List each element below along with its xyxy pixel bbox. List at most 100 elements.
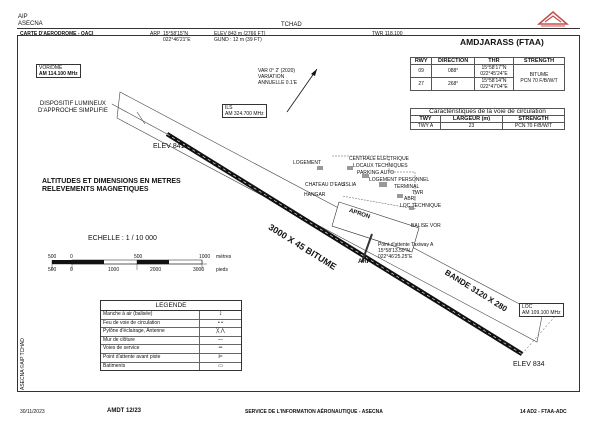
- footer-date: 30/11/2023: [20, 409, 45, 415]
- building-label: LOC TECHNIQUE: [400, 203, 442, 209]
- legend-row: Batiments▭: [101, 362, 241, 371]
- service-road-icon: ═: [218, 345, 223, 352]
- building: [347, 166, 353, 170]
- approach-light-line: [111, 103, 168, 135]
- rwy-27: 27: [409, 77, 433, 91]
- legend-row: Voies de service═: [101, 345, 241, 354]
- country-label: TCHAD: [281, 22, 302, 28]
- legend-row: Point d'attente avant piste⊫: [101, 353, 241, 363]
- rwy-09: 09: [409, 64, 433, 78]
- taxiway-a: [361, 233, 373, 263]
- footer-amdt: AMDT 12/23: [107, 408, 142, 414]
- building-label: ABRI: [404, 196, 416, 202]
- scale-metres-label: mètres: [216, 254, 232, 260]
- logement-label: LOGEMENT: [293, 160, 322, 166]
- building-label: BALISE VOR: [411, 223, 441, 229]
- building-label: TERMINAL: [394, 184, 420, 190]
- fence-line: [332, 155, 416, 210]
- aerodrome-name: AMDJARASS (FTAA): [460, 37, 544, 47]
- col-rwy: RWY: [409, 57, 433, 65]
- arp-lat: 15°58'15"N: [163, 31, 189, 37]
- tower-frequency: TWR 118.100: [372, 31, 403, 37]
- aerodrome-map: [51, 68, 558, 356]
- building-label: LOGEMENT PERSONNEL: [369, 177, 430, 183]
- arp-label: ARP: [150, 31, 161, 37]
- twy-a-strength: PCN 70 F/B/W/T: [502, 122, 565, 130]
- building-icon: ▭: [218, 362, 223, 369]
- building-label: HANGAR: [304, 192, 326, 198]
- scale-label: ECHELLE : 1 / 10 000: [88, 235, 157, 242]
- geoid-undulation: GUND : 12 m (39 FT): [214, 37, 262, 43]
- chart-frame: [17, 35, 580, 392]
- arp-marker-label: ARP: [358, 259, 371, 265]
- scale-ft-tick: 0: [70, 267, 73, 273]
- scale-m-tick: 500: [134, 254, 143, 260]
- windsock-icon: ⟟: [219, 311, 222, 317]
- footer-service: SERVICE DE L'INFORMATION AÉRONAUTIQUE - …: [245, 409, 383, 415]
- twy-a-width: 23: [440, 122, 503, 130]
- aip-label: AIP: [18, 14, 28, 20]
- building-label: PARKING AUTO: [357, 170, 395, 176]
- elev-841-label: ELEV 841: [153, 143, 185, 150]
- footer-page: 14 AD2 - FTAA-ADC: [520, 409, 567, 415]
- scale-pieds-label: pieds: [216, 267, 228, 273]
- scale-m-tick: 1000: [199, 254, 211, 260]
- col-thr: THR: [473, 57, 515, 65]
- legend-row: Feu de voie de circulation• •: [101, 319, 241, 329]
- side-copyright: ASECNA ©AIP TCHAD: [20, 338, 26, 390]
- holding-point-icon: ⊫: [218, 353, 223, 360]
- col-direction: DIRECTION: [431, 57, 475, 65]
- scale-ft-tick: 1000: [108, 267, 120, 273]
- elevation: ELEV 843 m (2766 FT): [214, 31, 266, 37]
- legend: LEGENDE Manche à air (balisée)⟟ Feu de v…: [100, 300, 242, 372]
- pylon-antenna-icon: ╳ ⋀: [216, 328, 225, 335]
- taxiway-light-icon: • •: [218, 319, 223, 326]
- twy-a: TWY A: [410, 122, 441, 130]
- legend-row: Mur de clôture—: [101, 336, 241, 346]
- building: [379, 182, 387, 187]
- building: [397, 194, 403, 198]
- rwy-27-direction: 268°: [431, 77, 475, 91]
- building: [362, 174, 369, 178]
- elev-834-label: ELEV 834: [513, 361, 545, 368]
- building-label: TWR: [412, 190, 424, 196]
- scale-ft-tick: 3000: [193, 267, 205, 273]
- taxiway-table: Caractéristiques de la voie de circulati…: [410, 108, 565, 130]
- building: [317, 166, 323, 170]
- apron-area: [331, 201, 420, 253]
- asecna-logo-icon: [537, 11, 569, 27]
- scale-m-tick: 500: [48, 254, 57, 260]
- legend-title: LEGENDE: [101, 301, 241, 311]
- col-width: LARGEUR (m): [440, 115, 503, 123]
- scale-m-tick: 0: [70, 254, 73, 260]
- scale-ft-tick: 2000: [150, 267, 162, 273]
- building-label: SSLIA: [342, 182, 357, 188]
- building-label: LOCAUX TECHNIQUES: [353, 163, 408, 169]
- runway-centerline: [166, 133, 523, 355]
- chart-title: CARTE D'AERODROME - OACI: [20, 31, 94, 37]
- col-twy: TWY: [410, 115, 441, 123]
- rwy-09-direction: 088°: [431, 64, 475, 78]
- building: [409, 206, 414, 210]
- legend-row: Manche à air (balisée)⟟: [101, 311, 241, 320]
- legend-row: Pylône d'éclairage, Antenne╳ ⋀: [101, 328, 241, 337]
- arp-lon: 022°46'21"E: [163, 37, 191, 43]
- scale-ft-tick: 500: [48, 267, 57, 273]
- building-label: CHATEAU D'EAU: [305, 182, 345, 188]
- taxiway-table-title: Caractéristiques de la voie de circulati…: [410, 108, 565, 116]
- col-twy-strength: STRENGTH: [502, 115, 565, 123]
- north-arrow-icon: [286, 68, 318, 113]
- runway-table: RWY DIRECTION THR STRENGTH 09 088° 15°58…: [409, 57, 565, 91]
- chart-header-bar: [17, 28, 580, 36]
- building-label: CENTRALE ELECTRIQUE: [349, 156, 410, 162]
